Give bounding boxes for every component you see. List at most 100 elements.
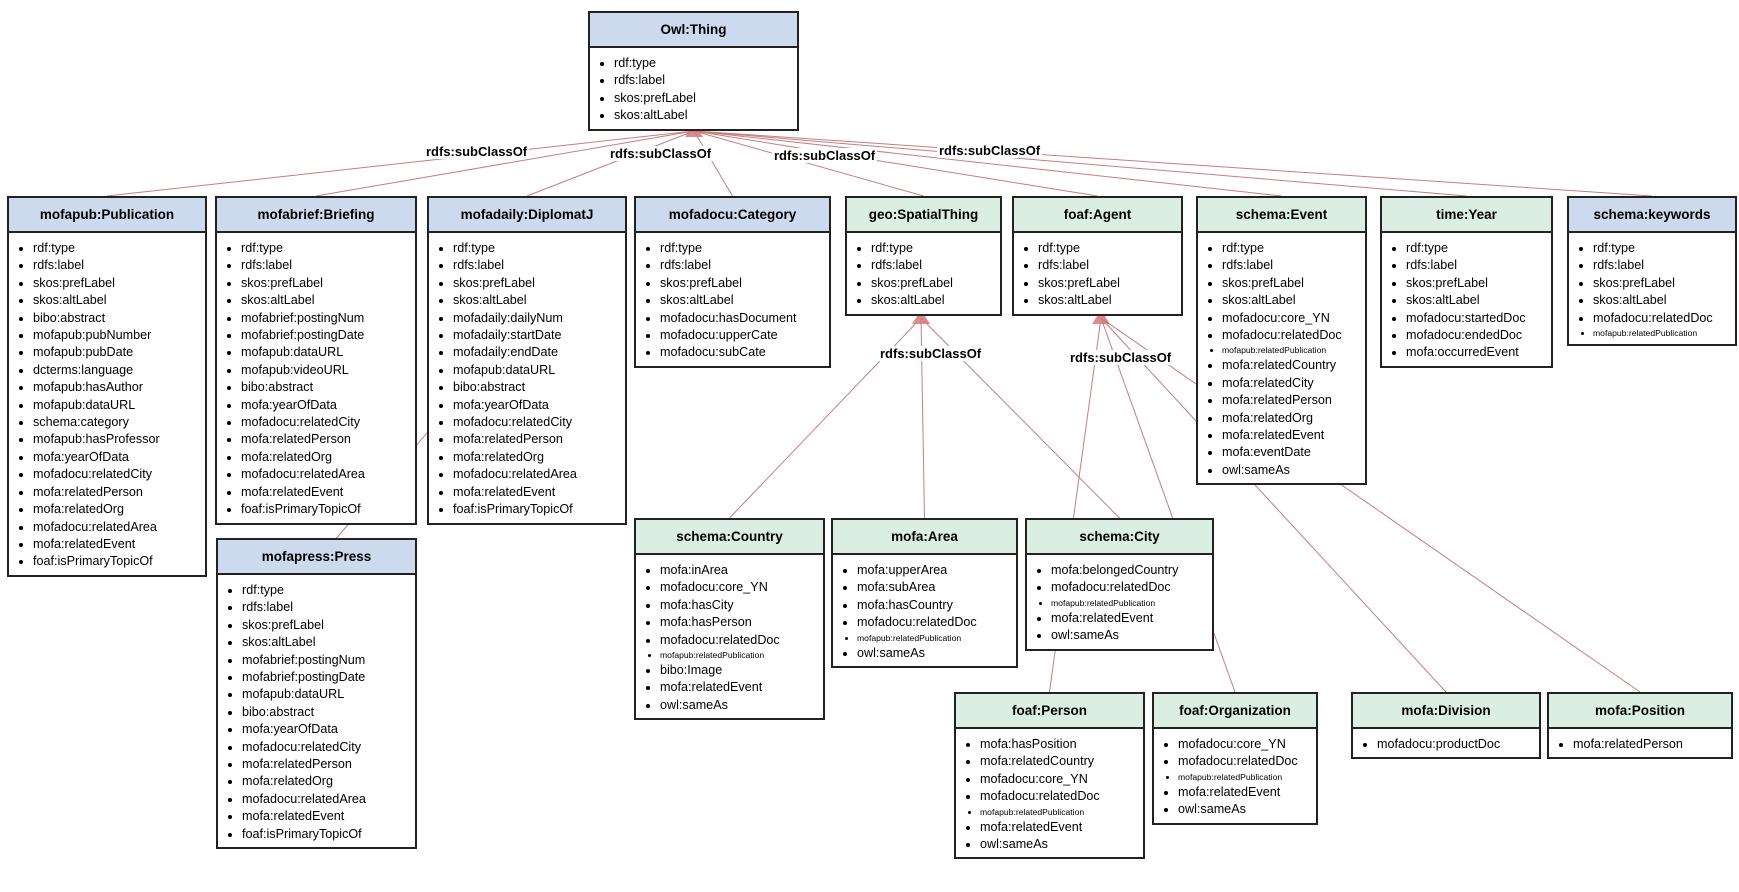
property-item: mofapub:videoURL (241, 362, 411, 379)
property-item: mofa:upperArea (857, 562, 1012, 579)
property-item: owl:sameAs (1178, 801, 1312, 818)
class-box-category: mofadocu:Categoryrdf:typerdfs:labelskos:… (634, 196, 831, 368)
property-item: mofa:hasPosition (980, 736, 1139, 753)
property-item: skos:prefLabel (453, 275, 621, 292)
property-item: mofa:relatedOrg (453, 449, 621, 466)
property-list: rdf:typerdfs:labelskos:prefLabelskos:alt… (1382, 233, 1551, 366)
property-item: mofa:relatedPerson (1222, 392, 1361, 409)
property-item: rdfs:label (1406, 257, 1547, 274)
property-item: mofabrief:postingNum (241, 310, 411, 327)
property-item: mofa:relatedCountry (1222, 357, 1361, 374)
property-item: mofa:hasPerson (660, 614, 819, 631)
class-title: time:Year (1382, 198, 1551, 233)
property-item: mofadocu:relatedDoc (1178, 753, 1312, 770)
subclass-edge (106, 130, 695, 197)
property-item: mofapub:dataURL (242, 686, 411, 703)
property-item: mofa:relatedEvent (242, 808, 411, 825)
class-title: geo:SpatialThing (847, 198, 1000, 233)
edge-label: rdfs:subClassOf (1068, 350, 1174, 365)
property-item: mofapub:pubNumber (33, 327, 201, 344)
property-item: mofa:relatedOrg (241, 449, 411, 466)
property-item: mofa:relatedEvent (453, 484, 621, 501)
property-item: mofa:relatedEvent (1222, 427, 1361, 444)
property-item: rdf:type (33, 240, 201, 257)
class-box-year: time:Yearrdf:typerdfs:labelskos:prefLabe… (1380, 196, 1553, 368)
property-list: mofa:relatedPerson (1549, 729, 1731, 757)
property-item: mofa:occurredEvent (1406, 344, 1547, 361)
class-title: foaf:Organization (1154, 694, 1316, 729)
property-item: skos:prefLabel (614, 90, 793, 107)
property-item: mofadocu:hasDocument (660, 310, 825, 327)
class-box-publication: mofapub:Publicationrdf:typerdfs:labelsko… (7, 196, 207, 577)
class-title: Owl:Thing (590, 13, 797, 48)
property-item: mofa:relatedEvent (33, 536, 201, 553)
class-title: schema:City (1027, 520, 1212, 555)
property-item: rdf:type (660, 240, 825, 257)
property-item: mofa:relatedOrg (33, 501, 201, 518)
property-item: owl:sameAs (980, 836, 1139, 853)
property-item: mofa:relatedCountry (980, 753, 1139, 770)
property-item: skos:altLabel (1222, 292, 1361, 309)
class-title: mofa:Division (1353, 694, 1539, 729)
class-box-spatial: geo:SpatialThingrdf:typerdfs:labelskos:p… (845, 196, 1002, 316)
class-box-person: foaf:Person mofa:hasPositionmofa:relatedC… (954, 692, 1145, 860)
property-item: skos:altLabel (614, 107, 793, 124)
property-item: rdf:type (1593, 240, 1731, 257)
property-item: mofa:yearOfData (242, 721, 411, 738)
property-item: mofapub:hasAuthor (33, 379, 201, 396)
property-item: skos:altLabel (1038, 292, 1177, 309)
property-item: rdfs:label (33, 257, 201, 274)
property-item: rdf:type (871, 240, 996, 257)
property-item: mofa:relatedEvent (241, 484, 411, 501)
property-item: mofabrief:postingDate (241, 327, 411, 344)
property-item: mofa:relatedOrg (1222, 410, 1361, 427)
property-item: mofa:relatedEvent (1051, 610, 1208, 627)
property-item: mofadaily:endDate (453, 344, 621, 361)
property-item: foaf:isPrimaryTopicOf (241, 501, 411, 518)
property-item: mofa:relatedCity (1222, 375, 1361, 392)
property-item: skos:altLabel (33, 292, 201, 309)
property-item: owl:sameAs (1051, 627, 1208, 644)
property-item: mofadocu:endedDoc (1406, 327, 1547, 344)
property-list: rdf:typerdfs:labelskos:prefLabelskos:alt… (217, 233, 415, 523)
edge-label: rdfs:subClassOf (878, 346, 984, 361)
property-item: rdf:type (614, 55, 793, 72)
property-list: rdf:typerdfs:labelskos:prefLabelskos:alt… (847, 233, 1000, 314)
property-list: rdf:typerdfs:labelskos:prefLabelskos:alt… (1014, 233, 1181, 314)
property-item: bibo:abstract (241, 379, 411, 396)
property-item: rdfs:label (1222, 257, 1361, 274)
property-item: mofapub:dataURL (33, 397, 201, 414)
subclass-edge (315, 130, 695, 197)
property-item: skos:prefLabel (241, 275, 411, 292)
property-item: skos:altLabel (660, 292, 825, 309)
property-item: foaf:isPrimaryTopicOf (242, 826, 411, 843)
property-item: mofadocu:relatedArea (242, 791, 411, 808)
class-box-agent: foaf:Agentrdf:typerdfs:labelskos:prefLab… (1012, 196, 1183, 316)
property-item: mofapub:relatedPublication (1593, 327, 1731, 340)
property-item: mofadocu:relatedCity (242, 739, 411, 756)
class-box-division: mofa:Divisionmofadocu:productDoc (1351, 692, 1541, 760)
property-item: mofadocu:core_YN (660, 579, 819, 596)
property-item: mofa:relatedPerson (33, 484, 201, 501)
property-item: rdf:type (242, 582, 411, 599)
subclass-edge (693, 130, 1098, 197)
property-item: rdf:type (1222, 240, 1361, 257)
property-item: mofadocu:relatedCity (453, 414, 621, 431)
property-item: mofapub:relatedPublication (660, 649, 819, 662)
property-item: mofadocu:relatedDoc (980, 788, 1139, 805)
property-item: bibo:abstract (33, 310, 201, 327)
property-item: mofadaily:dailyNum (453, 310, 621, 327)
property-item: skos:altLabel (1406, 292, 1547, 309)
property-item: rdfs:label (1593, 257, 1731, 274)
property-item: mofadocu:startedDoc (1406, 310, 1547, 327)
class-box-press: mofapress:Pressrdf:typerdfs:labelskos:pr… (216, 538, 417, 850)
property-item: mofadocu:relatedDoc (1222, 327, 1361, 344)
property-item: skos:prefLabel (242, 617, 411, 634)
property-list: mofa:inAreamofadocu:core_YNmofa:hasCitym… (636, 555, 823, 718)
property-item: mofapub:relatedPublication (857, 632, 1012, 645)
subclass-edge (693, 130, 733, 197)
class-title: foaf:Person (956, 694, 1143, 729)
class-box-thing: Owl:Thingrdf:typerdfs:labelskos:prefLabe… (588, 11, 799, 131)
property-item: mofapub:relatedPublication (980, 806, 1139, 819)
